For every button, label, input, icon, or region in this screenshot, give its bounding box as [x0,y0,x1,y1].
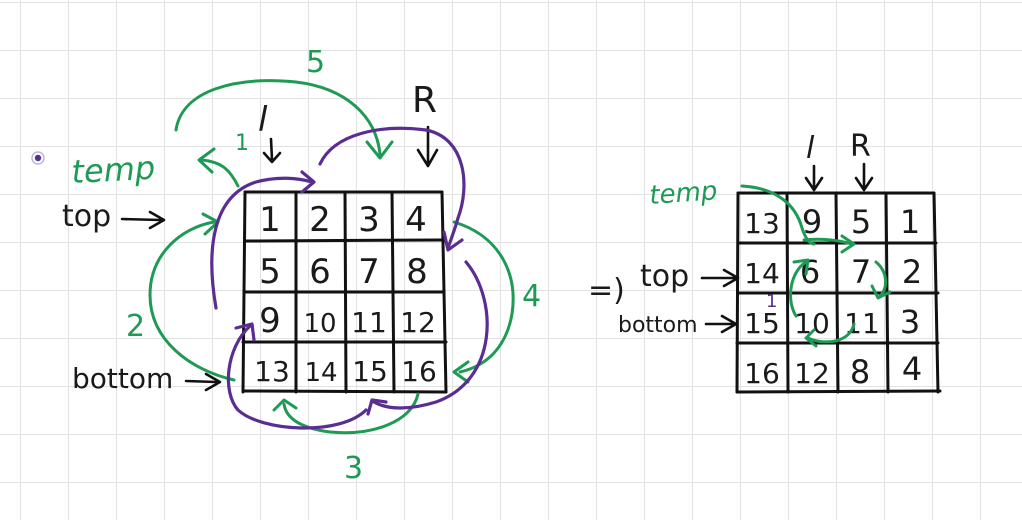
right-matrix: 13 9 5 1 14 6 7 2 15 10 11 3 16 12 8 4 [735,191,942,394]
right-labels: l R temp top bottom [618,129,874,338]
right-temp-arrow-line [740,184,816,246]
right-cell: 10 [794,307,830,340]
right-rotate-arrow-2-line [874,260,887,298]
arrow-2-line [148,220,236,382]
left-cell: 5 [259,252,281,292]
right-r-pointer-icon [854,162,874,192]
left-cell: 4 [405,200,427,240]
left-cell: 3 [358,200,380,240]
left-matrix-grid [241,190,448,394]
right-cell: 3 [900,303,920,341]
right-cell: 1 [900,203,920,241]
right-bottom-pointer-icon [704,314,738,334]
arrow-2-label: 2 [126,309,145,344]
right-cell: 7 [851,253,871,291]
right-rotate-arrow-1-head-icon [840,234,856,254]
left-label-temp: temp [70,149,156,191]
arrow-5-line [174,79,382,156]
right-matrix-cells: 13 9 5 1 14 6 7 2 15 10 11 3 16 12 8 4 [744,203,922,391]
right-rotate-arrow-3-line [806,322,856,344]
left-cell: 15 [352,355,388,388]
right-cell: 8 [850,353,870,391]
left-top-pointer-icon [120,210,166,230]
arrow-3-label: 3 [344,451,363,486]
right-cell: 4 [902,350,922,388]
left-label-bottom: bottom [72,362,173,395]
arrow-3-line [282,392,420,435]
left-cell: 13 [254,355,290,388]
left-label-top: top [62,199,111,234]
right-label-r: R [850,129,871,164]
left-r-pointer-icon [416,125,439,168]
purple-arrow-bottom-line [372,260,489,410]
right-rotate-arrow-4-line [789,260,808,318]
purple-arrow-top-line [210,176,314,310]
right-label-temp: temp [648,176,718,211]
right-cell: 12 [794,357,830,390]
left-matrix: 1 2 3 4 5 6 7 8 9 10 11 12 13 14 15 16 [241,190,448,394]
purple-arrow-left-line [226,324,368,430]
left-green-arrows: 1 5 2 3 4 [126,45,541,486]
left-cell: 7 [358,252,380,292]
left-cell: 10 [303,309,336,339]
right-green-arrows: 1 [740,184,892,348]
left-l-pointer-icon [262,137,282,164]
arrow-3-head-icon [272,398,298,412]
right-label-top: top [640,259,689,294]
arrow-1-line [200,158,240,188]
arrow-4-label: 4 [522,279,541,314]
left-cell: 9 [259,301,281,341]
arrow-1-head-icon [197,147,216,174]
left-cell: 8 [406,252,428,292]
left-cell: 14 [304,358,337,388]
right-top-pointer-icon [700,268,740,288]
purple-arrow-right-head-icon [442,230,464,252]
right-matrix-grid [735,191,942,394]
left-cell: 6 [309,252,331,292]
arrow-5-head-icon [365,140,394,160]
left-label-l: l [258,100,268,140]
left-bottom-pointer-icon [184,372,222,392]
purple-arrow-top-head-icon [300,170,316,194]
right-cell: 15 [744,307,780,340]
implies-symbol: =) [588,273,625,308]
arrow-4-head-icon [452,360,470,384]
left-cell: 12 [400,306,436,339]
right-cell: 14 [744,257,780,290]
right-label-l: l [806,131,815,166]
purple-arrow-right-line [318,126,466,250]
right-rotate-arrow-4-head-icon [792,258,810,276]
right-cell: 5 [851,203,871,241]
arrow-4-line [452,220,515,374]
left-purple-arrows [210,126,489,430]
arrow-5-label: 5 [306,45,325,80]
right-label-bottom: bottom [618,313,698,338]
left-matrix-cells: 1 2 3 4 5 6 7 8 9 10 11 12 13 14 15 16 [254,200,437,388]
left-label-r: R [412,80,437,121]
left-cell: 11 [351,306,387,339]
right-l-pointer-icon [804,164,824,192]
purple-arrow-left-head-icon [234,322,256,342]
right-cell: 6 [800,253,820,291]
right-cell: 9 [802,203,822,241]
arrow-1-label: 1 [235,131,249,156]
right-rotate-arrow-2-head-icon [870,284,892,300]
left-cell: 2 [309,200,331,240]
left-cell: 16 [401,355,437,388]
right-rotate-arrow-1-line [802,237,854,246]
right-cell: 2 [902,253,922,291]
dot-marker [31,151,45,165]
right-cell: 16 [744,357,780,390]
purple-arrow-bottom-head-icon [366,398,388,416]
right-rotate-arrow-3-head-icon [804,328,818,348]
left-cell: 1 [259,200,281,240]
left-labels: l R temp top bottom [62,80,439,395]
right-arrow-1-label: 1 [766,291,777,312]
right-cell: 13 [744,207,780,240]
